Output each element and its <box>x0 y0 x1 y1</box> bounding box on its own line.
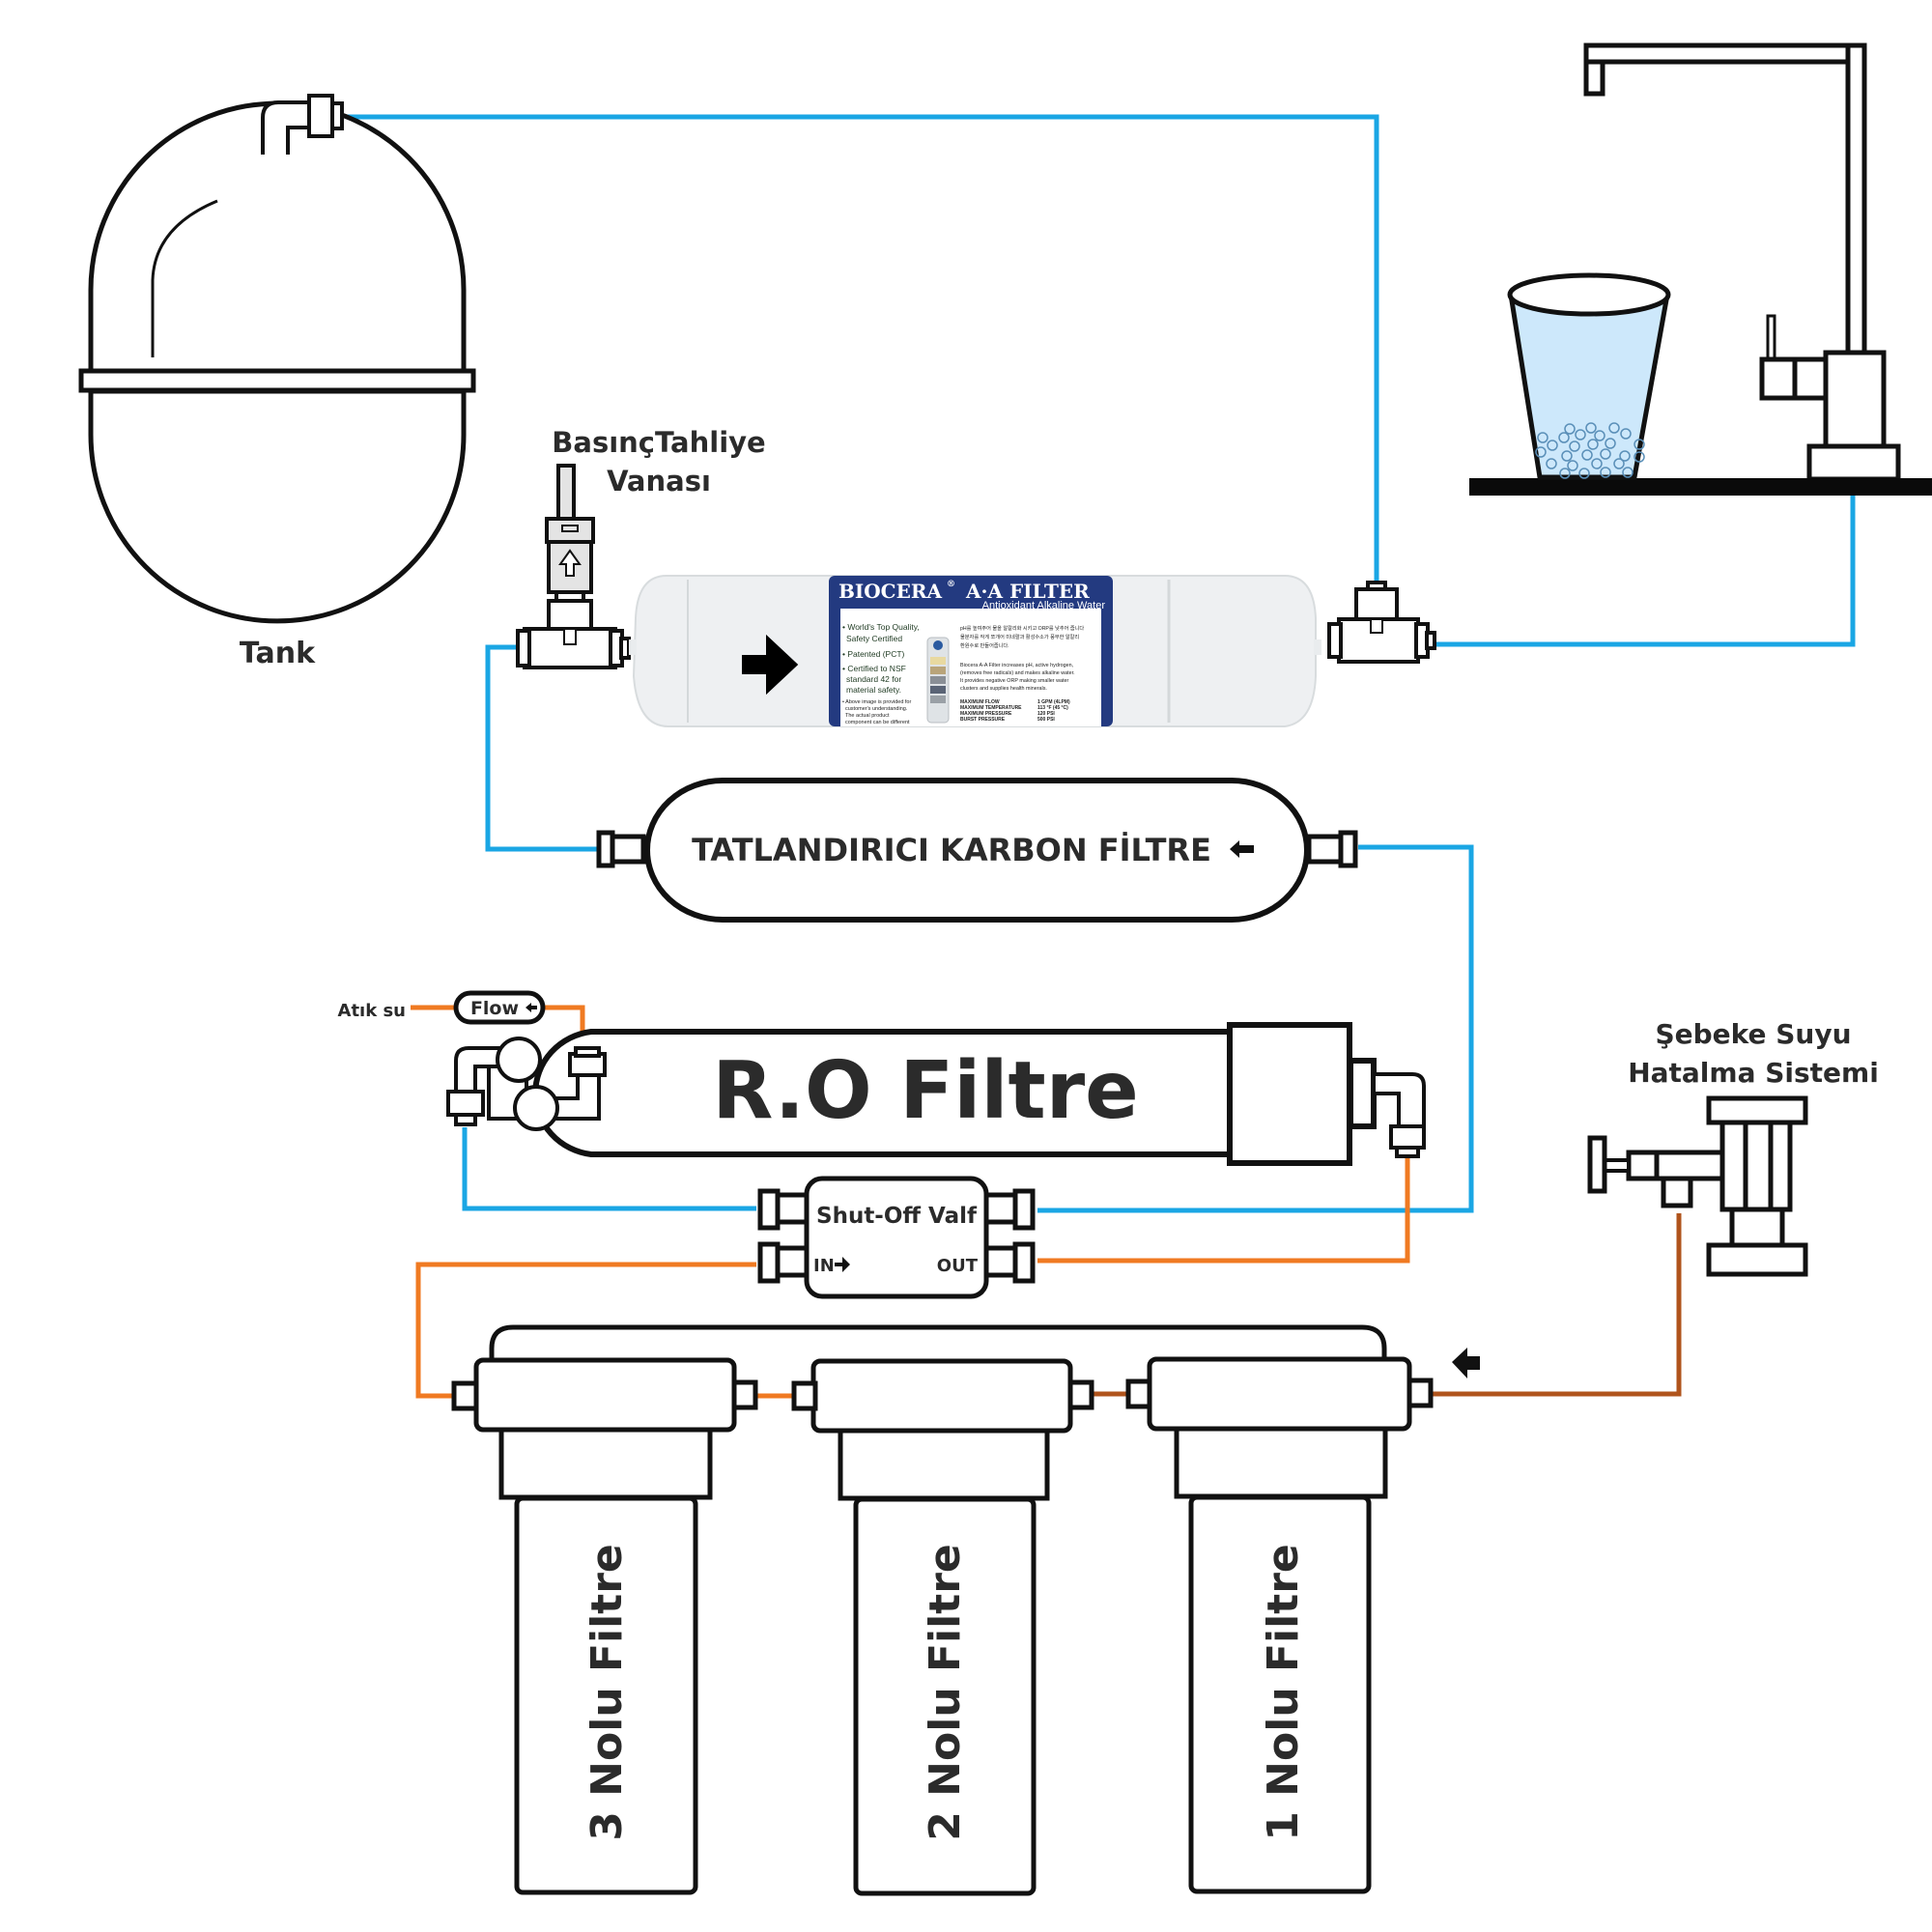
pipe-ro-to-shutoff <box>462 1127 756 1211</box>
svg-text:500 PSI: 500 PSI <box>1037 717 1055 723</box>
aa-brand: BIOCERA <box>838 580 942 603</box>
mains-label-1: Şebeke Suyu <box>1655 1018 1851 1050</box>
svg-text:환원수로 만들어줍니다.: 환원수로 만들어줍니다. <box>960 641 1009 649</box>
filter-2-label: 2 Nolu Filtre <box>921 1544 970 1841</box>
svg-text:113 °F (45 °C): 113 °F (45 °C) <box>1037 705 1068 711</box>
svg-text:standard 42 for: standard 42 for <box>846 674 901 684</box>
pipe-shutoff-to-ro <box>1037 1155 1410 1264</box>
biocera-aa-filter: BIOCERA ® A·A FILTER Antioxidant Alkalin… <box>629 575 1321 727</box>
svg-text:• Above image is provided for: • Above image is provided for <box>842 699 911 705</box>
ro-waste-manifold <box>446 1037 607 1131</box>
svg-text:MAXIMUM TEMPERATURE: MAXIMUM TEMPERATURE <box>960 705 1022 711</box>
svg-text:BURST PRESSURE: BURST PRESSURE <box>960 717 1006 723</box>
bubbles <box>1535 422 1645 479</box>
svg-text:component can be different: component can be different <box>845 720 910 725</box>
flow-left-arrow-icon <box>1230 840 1254 858</box>
mains-inlet-valve: Şebeke Suyu Hatalma Sistemi <box>1587 1018 1879 1277</box>
water-glass-icon <box>1507 272 1671 480</box>
pipe-carbon-to-shutoff <box>1037 844 1474 1213</box>
pressure-relief-valve: BasınçTahliye Vanası <box>516 426 766 669</box>
pipe-tank-to-outlet <box>340 114 1379 582</box>
svg-text:120 PSI: 120 PSI <box>1037 711 1055 717</box>
aa-specs: MAXIMUM FLOW 1 GPM (4LPM) MAXIMUM TEMPERA… <box>960 699 1070 723</box>
prefilter-bracket <box>489 1324 1387 1359</box>
flow-arrow-icon <box>526 1003 537 1012</box>
shut-off-in-label: IN <box>813 1256 835 1276</box>
aa-product: A·A FILTER <box>965 580 1090 603</box>
flow-restrictor <box>453 990 546 1025</box>
filter-housing-1: 1 Nolu Filtre <box>1125 1356 1434 1894</box>
aa-subtitle: Antioxidant Alkaline Water <box>982 600 1106 611</box>
filter-3-label: 3 Nolu Filtre <box>582 1544 632 1841</box>
svg-text:pH를 높여주어 물을 알칼리화 시키고 ORP를 낮추어: pH를 높여주어 물을 알칼리화 시키고 ORP를 낮추어 줍니다 <box>960 624 1084 632</box>
arrow-up-icon <box>558 549 582 577</box>
svg-text:Safety Certified: Safety Certified <box>846 634 902 643</box>
faucet <box>1583 43 1901 482</box>
shut-off-valve: Shut-Off Valf IN OUT <box>757 1176 1036 1299</box>
svg-text:The actual product: The actual product <box>845 713 890 719</box>
filter-housing-3: 3 Nolu Filtre <box>451 1357 758 1895</box>
carbon-filter-label: TATLANDIRICI KARBON FİLTRE <box>692 832 1211 868</box>
svg-text:customer's understanding.: customer's understanding. <box>845 706 908 712</box>
pipe-to-faucet <box>1435 495 1856 647</box>
svg-text:• Patented (PCT): • Patented (PCT) <box>842 649 905 659</box>
svg-text:MAXIMUM PRESSURE: MAXIMUM PRESSURE <box>960 711 1012 717</box>
outlet-t-fitting <box>1327 581 1436 664</box>
flow-label: Flow <box>470 998 519 1019</box>
svg-text:MAXIMUM FLOW: MAXIMUM FLOW <box>960 699 1000 705</box>
pipes <box>340 114 1856 1399</box>
pressure-relief-label-1: BasınçTahliye <box>552 426 765 459</box>
svg-text:물분자를 작게 쪼개어 미네랄과 활성수소가 풍부한 알칼리: 물분자를 작게 쪼개어 미네랄과 활성수소가 풍부한 알칼리 <box>960 633 1079 640</box>
pipe-mains-feed <box>1432 1213 1682 1397</box>
aa-bullets: • World's Top Quality, Safety Certified … <box>842 622 920 695</box>
svg-text:clusters and supplies health m: clusters and supplies health minerals. <box>960 686 1047 692</box>
pipe-relief-to-carbon <box>485 644 599 852</box>
svg-text:Biocera A-A Filter increases p: Biocera A-A Filter increases pH, active … <box>960 663 1074 668</box>
ro-filter: Atık su Flow R.O Filtre <box>338 990 1426 1166</box>
countertop <box>1469 478 1932 496</box>
mains-label-2: Hatalma Sistemi <box>1628 1057 1879 1089</box>
filter-1-label: 1 Nolu Filtre <box>1259 1544 1308 1841</box>
storage-tank: Tank <box>78 94 476 670</box>
shut-off-out-label: OUT <box>937 1256 979 1276</box>
carbon-filter: TATLANDIRICI KARBON FİLTRE <box>596 778 1358 923</box>
aa-korean-text: pH를 높여주어 물을 알칼리화 시키고 ORP를 낮추어 줍니다 물분자를 작… <box>960 624 1084 649</box>
aa-description: Biocera A-A Filter increases pH, active … <box>960 663 1075 692</box>
svg-text:• World's Top Quality,: • World's Top Quality, <box>842 622 920 632</box>
aa-cartridge-image <box>926 637 950 724</box>
svg-text:It provides negative ORP makin: It provides negative ORP making smaller … <box>960 678 1068 684</box>
pressure-relief-label-2: Vanası <box>607 465 711 497</box>
aa-registered: ® <box>947 580 955 589</box>
svg-text:material safety.: material safety. <box>846 685 901 695</box>
svg-text:1 GPM (4LPM): 1 GPM (4LPM) <box>1037 699 1070 705</box>
flow-direction-arrow-icon <box>742 634 799 696</box>
ro-filter-label: R.O Filtre <box>712 1045 1139 1137</box>
filter-housing-2: 2 Nolu Filtre <box>791 1358 1094 1896</box>
aa-note: • Above image is provided for customer's… <box>842 699 911 725</box>
inlet-direction-arrow-icon <box>1452 1348 1480 1378</box>
svg-text:• Certified to NSF: • Certified to NSF <box>842 664 906 673</box>
svg-text:(removes free radicals) and ma: (removes free radicals) and makes alkali… <box>960 670 1075 676</box>
pipe-filter3-to-shutoff <box>415 1262 756 1399</box>
shut-off-label: Shut-Off Valf <box>816 1204 978 1229</box>
tank-label: Tank <box>240 637 316 670</box>
in-arrow-icon <box>835 1257 850 1272</box>
waste-water-label: Atık su <box>338 1001 406 1021</box>
